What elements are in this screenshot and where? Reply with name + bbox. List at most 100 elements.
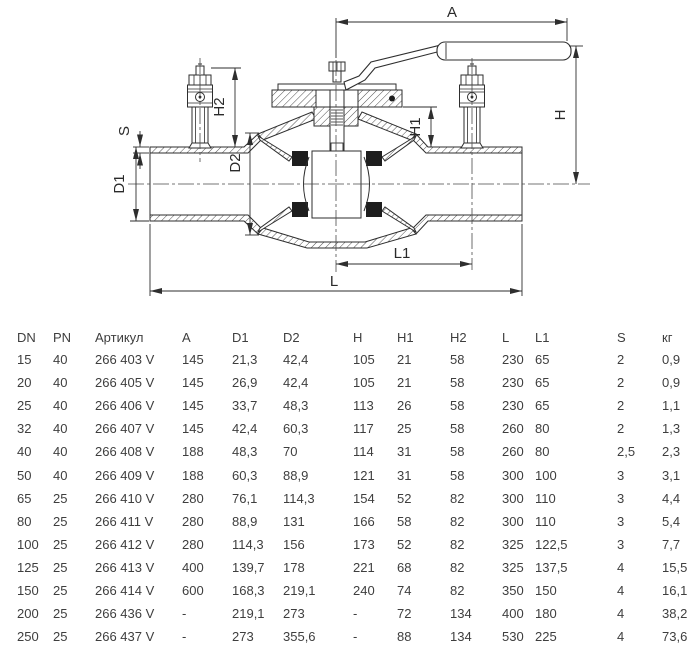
table-cell: 3 bbox=[617, 467, 625, 483]
table-cell: 300 bbox=[502, 513, 524, 529]
dimension-labels: A H H1 H2 S D1 D2 L1 L bbox=[111, 4, 569, 290]
table-cell: 70 bbox=[283, 444, 298, 460]
table-cell: 68 bbox=[397, 559, 412, 575]
valve-section-drawing: A H H1 H2 S D1 D2 L1 L bbox=[111, 4, 590, 296]
table-cell: 145 bbox=[182, 375, 204, 391]
lever-arm bbox=[343, 44, 442, 91]
column-header-D2: D2 bbox=[283, 329, 300, 345]
table-cell: 4 bbox=[617, 629, 625, 645]
table-cell: 21 bbox=[397, 375, 412, 391]
table-cell: 40 bbox=[53, 375, 68, 391]
table-cell: 530 bbox=[502, 629, 524, 645]
dim-label-a: A bbox=[447, 4, 457, 21]
column-header-L: L bbox=[502, 329, 510, 345]
table-cell: 26,9 bbox=[232, 375, 258, 391]
centerlines bbox=[128, 58, 590, 272]
table-cell: 4 bbox=[617, 606, 625, 622]
table-cell: 58 bbox=[397, 513, 412, 529]
dimension-lines bbox=[130, 18, 583, 296]
table-cell: 2,3 bbox=[662, 444, 681, 460]
table-cell: 266 403 V bbox=[95, 352, 155, 368]
table-cell: 15,5 bbox=[662, 559, 688, 575]
ball-and-seats bbox=[292, 150, 382, 219]
table-cell: 4,4 bbox=[662, 490, 681, 506]
table-cell: 58 bbox=[450, 398, 465, 414]
table-cell: 100 bbox=[17, 536, 39, 552]
table-cell: 80 bbox=[17, 513, 32, 529]
table-cell: 125 bbox=[17, 559, 39, 575]
table-cell: 48,3 bbox=[283, 398, 309, 414]
column-header-PN: PN bbox=[53, 329, 72, 345]
table-cell: 3 bbox=[617, 513, 625, 529]
table-cell: 250 bbox=[17, 629, 39, 645]
table-cell: 72 bbox=[397, 606, 412, 622]
dim-label-d2: D2 bbox=[227, 153, 244, 172]
table-cell: 145 bbox=[182, 352, 204, 368]
table-cell: 38,2 bbox=[662, 606, 688, 622]
table-cell: 3 bbox=[617, 490, 625, 506]
table-cell: 150 bbox=[535, 582, 557, 598]
table-cell: 82 bbox=[450, 490, 465, 506]
table-cell: 82 bbox=[450, 582, 465, 598]
seat-ring bbox=[292, 151, 308, 166]
table-cell: 230 bbox=[502, 352, 524, 368]
table-cell: 100 bbox=[535, 467, 557, 483]
table-cell: 134 bbox=[450, 629, 472, 645]
table-cell: 88,9 bbox=[283, 467, 309, 483]
table-cell: 2,5 bbox=[617, 444, 636, 460]
table-cell: 325 bbox=[502, 536, 524, 552]
table-cell: 266 405 V bbox=[95, 375, 155, 391]
table-cell: 105 bbox=[353, 352, 375, 368]
table-cell: 65 bbox=[535, 398, 550, 414]
table-cell: 88,9 bbox=[232, 513, 258, 529]
table-cell: - bbox=[353, 629, 358, 645]
table-cell: 266 406 V bbox=[95, 398, 155, 414]
column-header-A: A bbox=[182, 329, 191, 345]
table-cell: 219,1 bbox=[232, 606, 265, 622]
table-cell: 266 407 V bbox=[95, 421, 155, 437]
table-cell: 58 bbox=[450, 375, 465, 391]
table-cell: 40 bbox=[53, 352, 68, 368]
table-cell: 2 bbox=[617, 421, 625, 437]
dim-label-h2: H2 bbox=[211, 97, 228, 116]
table-cell: 25 bbox=[53, 536, 68, 552]
table-cell: 58 bbox=[450, 444, 465, 460]
table-cell: 105 bbox=[353, 375, 375, 391]
table-cell: 40 bbox=[53, 444, 68, 460]
ball-bore bbox=[311, 150, 362, 219]
table-cell: 173 bbox=[353, 536, 375, 552]
table-cell: 355,6 bbox=[283, 629, 316, 645]
table-cell: 0,9 bbox=[662, 352, 681, 368]
table-cell: 300 bbox=[502, 490, 524, 506]
table-cell: 52 bbox=[397, 536, 412, 552]
table-cell: 240 bbox=[353, 582, 375, 598]
table-cell: 25 bbox=[53, 559, 68, 575]
table-cell: 2 bbox=[617, 375, 625, 391]
flange-seal-dot bbox=[389, 95, 395, 102]
column-header-S: S bbox=[617, 329, 626, 345]
table-cell: 73,6 bbox=[662, 629, 688, 645]
dim-label-s: S bbox=[116, 126, 133, 136]
table-cell: 122,5 bbox=[535, 536, 568, 552]
table-cell: 134 bbox=[450, 606, 472, 622]
table-cell: 4 bbox=[617, 559, 625, 575]
table-cell: 137,5 bbox=[535, 559, 568, 575]
table-cell: 40 bbox=[53, 421, 68, 437]
table-cell: - bbox=[182, 606, 187, 622]
stem-assembly bbox=[271, 61, 403, 152]
table-cell: 114 bbox=[353, 444, 374, 460]
table-cell: 225 bbox=[535, 629, 557, 645]
table-cell: 25 bbox=[53, 606, 68, 622]
column-header-DN: DN bbox=[17, 329, 36, 345]
table-cell: 60,3 bbox=[283, 421, 309, 437]
valve-body-shell bbox=[256, 106, 418, 249]
